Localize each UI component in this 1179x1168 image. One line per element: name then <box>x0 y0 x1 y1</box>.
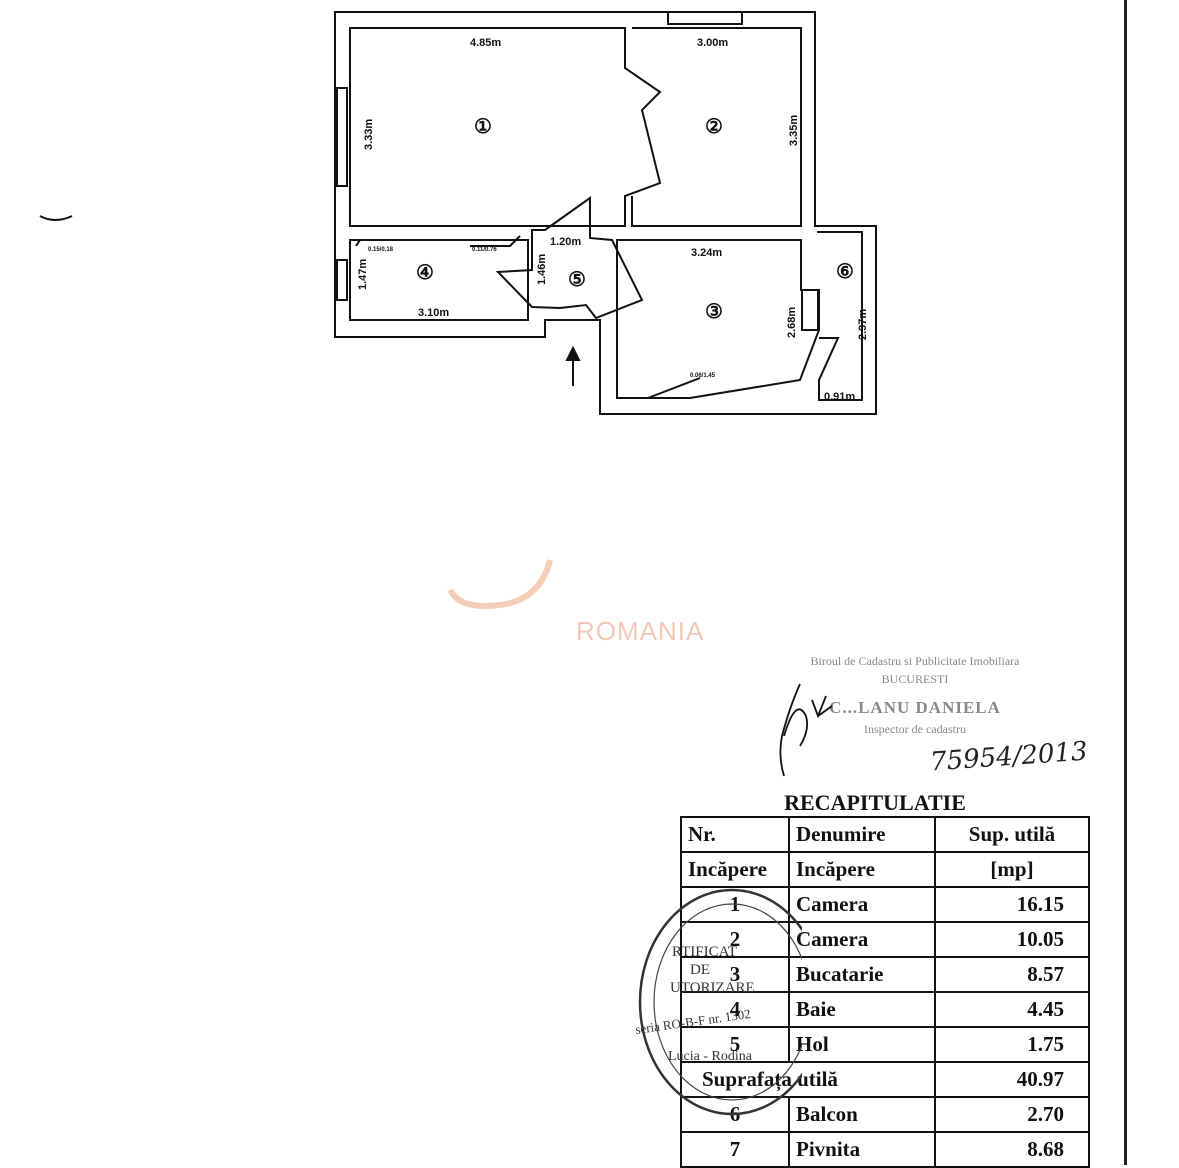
row-nr: 7 <box>680 1131 790 1168</box>
room-6-height: 2.97m <box>857 309 869 340</box>
room-5-height: 1.46m <box>536 254 548 285</box>
room-1-number: ① <box>474 116 492 138</box>
row-nr: 6 <box>680 1096 790 1133</box>
watermark-logo <box>447 559 553 609</box>
recap-table: Nr. Denumire Sup. utilă Incăpere Incăper… <box>680 816 1090 1168</box>
row-nr: 4 <box>680 991 790 1028</box>
row-nr: 5 <box>680 1026 790 1063</box>
room-6-number: ⑥ <box>836 261 854 283</box>
room-3-number: ③ <box>705 301 723 323</box>
stamp-role: Inspector de cadastru <box>864 722 966 736</box>
row-name: Hol <box>788 1026 936 1063</box>
row-area: 8.68 <box>934 1131 1090 1168</box>
row-area: 16.15 <box>934 886 1090 923</box>
table-row: 4 Baie 4.45 <box>680 991 1090 1028</box>
room-1-width: 4.85m <box>470 37 501 49</box>
cadastre-stamp: Biroul de Cadastru si Publicitate Imobil… <box>752 652 1078 736</box>
table-row: 6 Balcon 2.70 <box>680 1096 1090 1133</box>
row-nr: 1 <box>680 886 790 923</box>
table-row: 1 Camera 16.15 <box>680 886 1090 923</box>
row-area: 10.05 <box>934 921 1090 958</box>
signature <box>779 683 833 777</box>
stamp-city: BUCURESTI <box>881 672 949 686</box>
room-4-number: ④ <box>416 262 434 284</box>
room-1-wall <box>349 27 662 227</box>
table-row: 3 Bucatarie 8.57 <box>680 956 1090 993</box>
header-denumire: Denumire <box>788 816 936 853</box>
row-name: Bucatarie <box>788 956 936 993</box>
note-door: 0.06/1.45 <box>690 373 716 379</box>
room-6-width: 0.91m <box>824 391 855 403</box>
room-4-wall <box>349 239 529 321</box>
row-area: 8.57 <box>934 956 1090 993</box>
recap-title: RECAPITULATIE <box>784 790 966 815</box>
total-label: Suprafața utilă <box>680 1061 936 1098</box>
row-name: Camera <box>788 921 936 958</box>
table-row: 7 Pivnita 8.68 <box>680 1131 1090 1168</box>
handwritten-reference: 75954/2013 <box>929 736 1089 778</box>
room-3-height: 2.68m <box>786 307 798 338</box>
page-edge-line <box>1124 0 1127 1165</box>
header-sup: Sup. utilă <box>934 816 1090 853</box>
total-row: Suprafața utilă 40.97 <box>680 1061 1090 1098</box>
note-niche-2: 0.11/0.76 <box>472 247 497 253</box>
stamp-name: C...LANU DANIELA <box>829 698 1001 717</box>
room-5-wall <box>495 196 644 320</box>
room-2-wall <box>631 27 802 227</box>
table-header-row: Nr. Denumire Sup. utilă <box>680 816 1090 853</box>
row-area: 2.70 <box>934 1096 1090 1133</box>
room-1-height: 3.33m <box>363 119 375 150</box>
row-name: Pivnita <box>788 1131 936 1168</box>
header-unit: [mp] <box>934 851 1090 888</box>
room-6-wall <box>817 231 863 401</box>
room-3-width: 3.24m <box>691 247 722 259</box>
table-row: 5 Hol 1.75 <box>680 1026 1090 1063</box>
row-area: 4.45 <box>934 991 1090 1028</box>
floor-plan: ① ② ③ ④ ⑤ ⑥ 4.85m 3.00m 3.24m 3.10m 1.20… <box>39 11 877 415</box>
row-name: Camera <box>788 886 936 923</box>
header-incapere: Incăpere <box>680 851 790 888</box>
row-nr: 2 <box>680 921 790 958</box>
row-name: Balcon <box>788 1096 936 1133</box>
room-5-width: 1.20m <box>550 236 581 248</box>
total-value: 40.97 <box>934 1061 1090 1098</box>
watermark-text: ROMANIA <box>576 616 705 646</box>
room-2-width: 3.00m <box>697 37 728 49</box>
room-4-width: 3.10m <box>418 307 449 319</box>
row-name: Baie <box>788 991 936 1028</box>
header-incapere-name: Incăpere <box>788 851 936 888</box>
row-nr: 3 <box>680 956 790 993</box>
room-2-number: ② <box>705 116 723 138</box>
pen-mark <box>39 215 73 221</box>
header-nr: Nr. <box>680 816 790 853</box>
outer-wall <box>334 11 877 415</box>
room-5-number: ⑤ <box>568 269 586 291</box>
entrance-arrow-icon <box>565 345 581 386</box>
room-4-height: 1.47m <box>357 259 369 290</box>
stamp-office: Biroul de Cadastru si Publicitate Imobil… <box>810 654 1020 668</box>
row-area: 1.75 <box>934 1026 1090 1063</box>
note-niche-1: 0.15/0.18 <box>368 247 394 253</box>
room-2-height: 3.35m <box>788 115 800 146</box>
table-row: 2 Camera 10.05 <box>680 921 1090 958</box>
table-header-row: Incăpere Incăpere [mp] <box>680 851 1090 888</box>
